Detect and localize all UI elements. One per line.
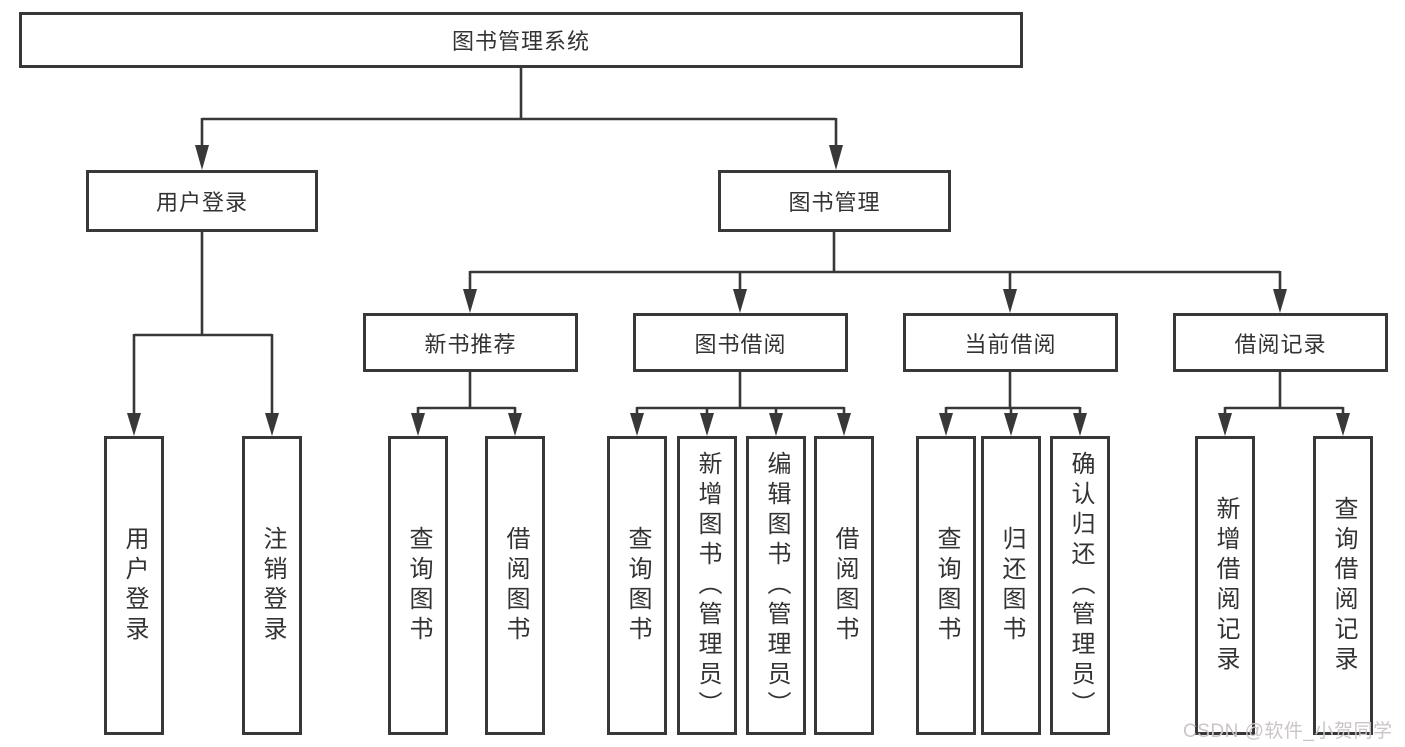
leaf-query-books-borrow: 查询图书 — [607, 436, 667, 735]
leaf-add-borrow-record: 新增借阅记录 — [1195, 436, 1255, 735]
leaf-confirm-return-admin: 确认归还（管理员） — [1050, 436, 1110, 735]
leaf-query-books-current: 查询图书 — [916, 436, 976, 735]
node-borrowing-records: 借阅记录 — [1173, 313, 1388, 372]
leaf-return-books: 归还图书 — [981, 436, 1041, 735]
node-library-management-system: 图书管理系统 — [19, 12, 1023, 68]
watermark: CSDN @软件_小贺同学 — [1183, 721, 1393, 742]
node-book-borrowing: 图书借阅 — [633, 313, 848, 372]
leaf-query-borrow-record: 查询借阅记录 — [1313, 436, 1373, 735]
arrowheads — [127, 145, 1350, 436]
node-book-management: 图书管理 — [718, 170, 951, 232]
leaf-borrow-books-recommend: 借阅图书 — [485, 436, 545, 735]
node-current-borrowing: 当前借阅 — [903, 313, 1118, 372]
leaf-edit-books-admin: 编辑图书（管理员） — [746, 436, 806, 735]
leaf-query-books-recommend: 查询图书 — [388, 436, 448, 735]
leaf-borrow-books: 借阅图书 — [814, 436, 874, 735]
leaf-add-books-admin: 新增图书（管理员） — [677, 436, 737, 735]
node-new-book-recommendation: 新书推荐 — [363, 313, 578, 372]
leaf-user-login: 用户登录 — [104, 436, 164, 735]
node-user-login: 用户登录 — [86, 170, 318, 232]
leaf-logout: 注销登录 — [242, 436, 302, 735]
